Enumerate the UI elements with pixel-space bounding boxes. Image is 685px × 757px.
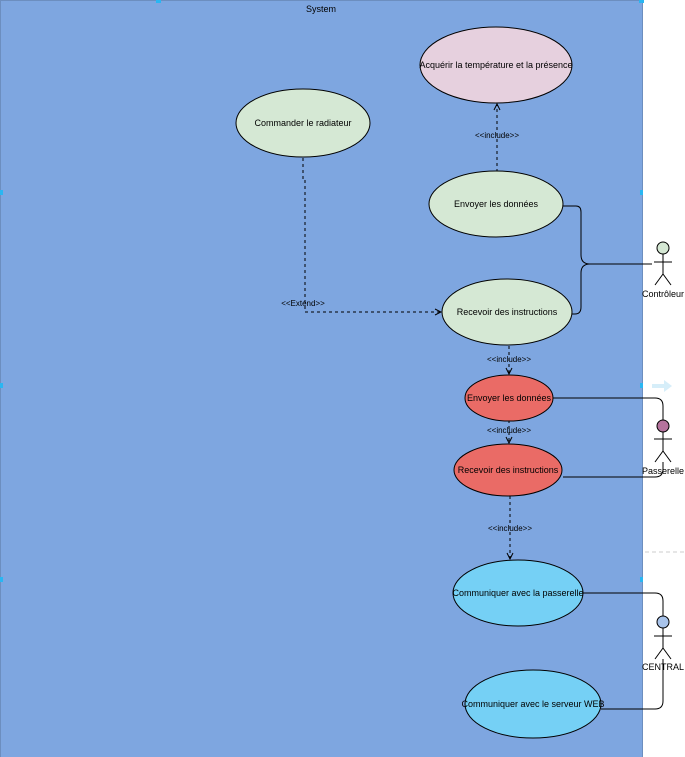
include-label-2: <<include>> (487, 355, 531, 364)
include-label-1: <<include>> (475, 131, 519, 140)
usecase-commander[interactable]: Commander le radiateur (235, 88, 371, 158)
include-label-4: <<include>> (488, 524, 532, 533)
usecase-communiquer-web-label: Communiquer avec le serveur WEB (461, 699, 604, 709)
connect-arrow-hint-icon (652, 380, 672, 392)
assoc-envoyer2-passerelle[interactable] (553, 397, 664, 420)
usecase-recevoir-instructions-label: Recevoir des instructions (457, 307, 558, 317)
actor-controleur[interactable] (654, 241, 672, 286)
usecase-acquerir-label: Acquérir la température et la présence (419, 60, 572, 70)
usecase-communiquer-passerelle-label: Communiquer avec la passerelle (452, 588, 583, 598)
include-label-3: <<include>> (487, 426, 531, 435)
usecase-commander-label: Commander le radiateur (254, 118, 351, 128)
assoc-web-central[interactable] (601, 659, 664, 710)
usecase-communiquer-passerelle[interactable]: Communiquer avec la passerelle (452, 559, 584, 627)
usecase-envoyer-donnees[interactable]: Envoyer les données (428, 170, 564, 238)
usecase-recevoir-instructions-2[interactable]: Recevoir des instructions (453, 443, 563, 497)
system-title: System (306, 4, 336, 14)
assoc-envoyer-controleur[interactable] (563, 205, 652, 265)
usecase-envoyer-donnees-2-label: Envoyer les données (467, 393, 552, 403)
actor-passerelle-label: Passerelle (642, 466, 684, 476)
assoc-recevoir2-passerelle[interactable] (563, 462, 664, 478)
usecase-acquerir[interactable]: Acquérir la température et la présence (419, 26, 573, 104)
usecase-recevoir-instructions[interactable]: Recevoir des instructions (441, 278, 573, 346)
usecase-communiquer-web[interactable]: Communiquer avec le serveur WEB (461, 669, 605, 739)
usecase-envoyer-donnees-2[interactable]: Envoyer les données (464, 374, 554, 422)
actor-controleur-label: Contrôleur (642, 289, 684, 299)
actor-passerelle[interactable] (654, 419, 672, 463)
usecase-envoyer-donnees-label: Envoyer les données (454, 199, 539, 209)
extend-commander-recevoir[interactable] (302, 158, 441, 312)
usecase-recevoir-instructions-2-label: Recevoir des instructions (458, 465, 559, 475)
assoc-recevoir-controleur[interactable] (572, 263, 591, 315)
assoc-passerelle-central[interactable] (583, 592, 664, 616)
extend-label: <<Extend>> (281, 299, 325, 308)
actor-central[interactable] (654, 615, 672, 660)
boundary-handles (0, 0, 644, 582)
actor-central-label: CENTRAL (642, 662, 684, 672)
